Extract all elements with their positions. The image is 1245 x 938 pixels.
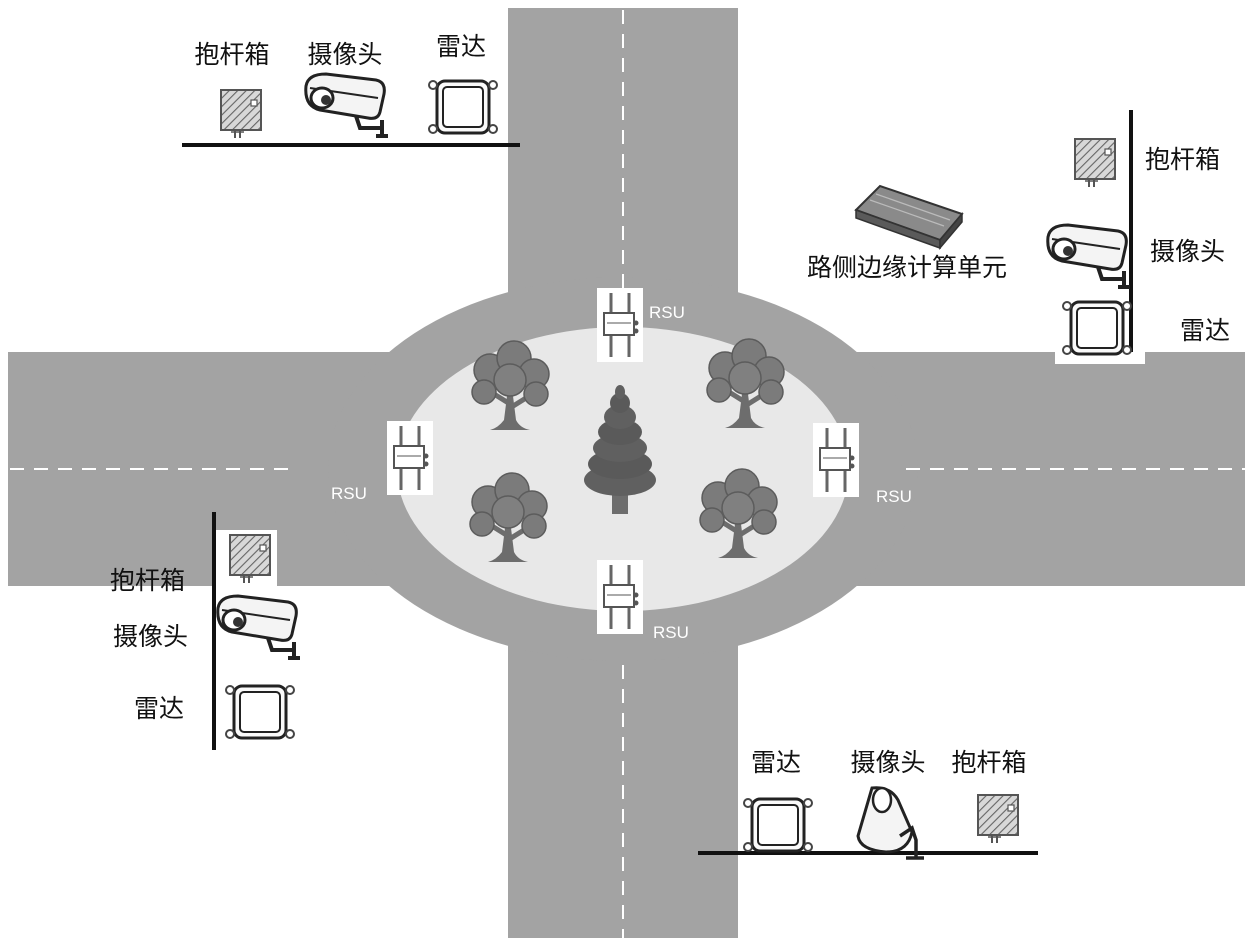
- rsu-label-north: RSU: [649, 303, 685, 322]
- pole-box-label: 抱杆箱: [1145, 145, 1220, 174]
- radar-icon: [742, 797, 814, 853]
- camera-label: 摄像头: [1150, 237, 1225, 266]
- radar-icon: [224, 684, 296, 740]
- camera-label: 摄像头: [850, 748, 925, 777]
- equipment-group-bottom-right: 雷达 摄像头 抱杆箱: [698, 748, 1038, 870]
- rsu-label-west: RSU: [331, 484, 367, 503]
- pole-box-label: 抱杆箱: [194, 40, 269, 69]
- edge-computing-unit-icon: [854, 184, 964, 251]
- radar-label: 雷达: [1180, 316, 1230, 345]
- rsu-antenna-icon: [811, 421, 861, 499]
- radar-icon: [1061, 300, 1133, 356]
- rsu-antenna-icon: [595, 558, 645, 636]
- pole-box-icon: [220, 89, 262, 139]
- pole-box-icon: [1074, 138, 1116, 188]
- equipment-group-top-left: 抱杆箱 摄像头 雷达: [182, 32, 520, 147]
- camera-label: 摄像头: [113, 622, 188, 651]
- pole-box-label: 抱杆箱: [951, 748, 1026, 777]
- pine-tree-icon: [584, 385, 656, 514]
- equipment-group-left: 抱杆箱 摄像头 雷达: [110, 512, 302, 750]
- radar-icon: [427, 79, 499, 135]
- radar-label: 雷达: [134, 694, 184, 723]
- camera-icon: [303, 72, 390, 138]
- rsu-label-south: RSU: [653, 623, 689, 642]
- radar-label: 雷达: [751, 748, 801, 777]
- rsu-antenna-icon: [595, 286, 645, 364]
- pole-box-label: 抱杆箱: [110, 566, 185, 595]
- equipment-group-right: 抱杆箱 摄像头 雷达: [1045, 110, 1230, 364]
- camera-icon: [215, 594, 302, 660]
- camera-icon: [1045, 223, 1132, 289]
- edge-unit-label: 路侧边缘计算单元: [807, 253, 1007, 282]
- camera-label: 摄像头: [307, 40, 382, 69]
- rsu-antenna-icon: [385, 419, 435, 497]
- pole-box-icon: [977, 794, 1019, 844]
- pole-box-icon: [229, 534, 271, 584]
- rsu-label-east: RSU: [876, 487, 912, 506]
- radar-label: 雷达: [436, 32, 486, 61]
- camera-icon: [856, 786, 924, 860]
